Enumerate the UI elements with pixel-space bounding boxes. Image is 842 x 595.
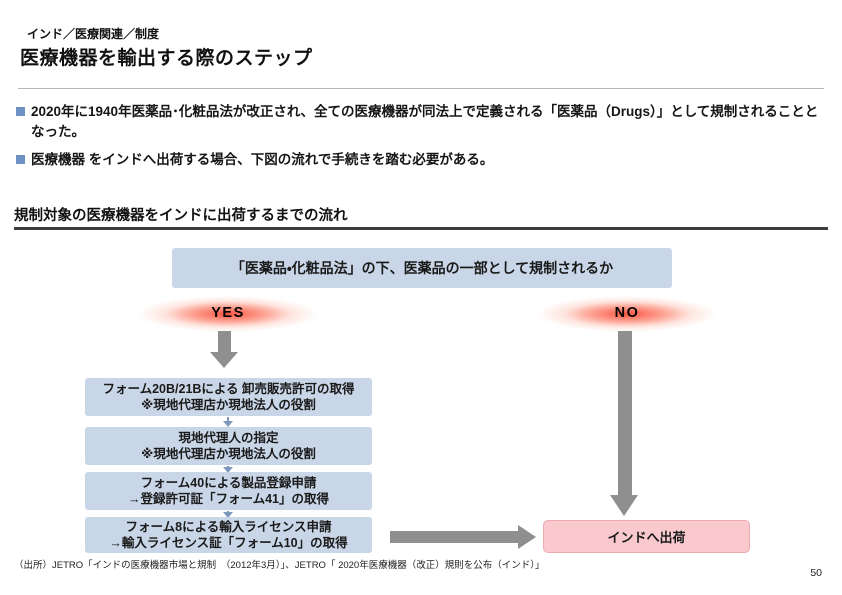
flow-result-box: インドへ出荷 bbox=[543, 520, 750, 553]
step-line: ※現地代理店か現地法人の役割 bbox=[141, 447, 316, 461]
bullet-item: 2020年に1940年医薬品･化粧品法が改正され、全ての医療機器が同法上で定義さ… bbox=[16, 102, 828, 143]
bullet-text: 医療機器 をインドへ出荷する場合、下図の流れで手続きを踏む必要がある。 bbox=[31, 151, 494, 167]
step-connector-head bbox=[223, 421, 233, 427]
title-divider bbox=[18, 88, 824, 89]
bullet-square-icon bbox=[16, 154, 25, 164]
flow-step-box-3: フォーム40による製品登録申請 →登録許可証「フォーム41」の取得 bbox=[85, 472, 372, 510]
bullet-text: 2020年に1940年医薬品･化粧品法が改正され、全ての医療機器が同法上で定義さ… bbox=[31, 104, 819, 140]
no-arrow-head bbox=[610, 495, 638, 516]
flow-step-box-4: フォーム8による輸入ライセンス申請 →輸入ライセンス証「フォーム10」の取得 bbox=[85, 517, 372, 553]
bullet-item: 医療機器 をインドへ出荷する場合、下図の流れで手続きを踏む必要がある。 bbox=[16, 150, 828, 170]
ship-arrow bbox=[390, 531, 519, 543]
step-line: フォーム20B/21Bによる 卸売販売許可の取得 bbox=[102, 381, 355, 396]
yes-glow bbox=[138, 296, 318, 332]
step-line: →登録許可証「フォーム41」の取得 bbox=[127, 492, 330, 506]
summary-bullets: 2020年に1940年医薬品･化粧品法が改正され、全ての医療機器が同法上で定義さ… bbox=[16, 102, 828, 177]
no-label: NO bbox=[614, 305, 640, 321]
step-connector-head bbox=[223, 512, 233, 518]
yes-label: YES bbox=[211, 305, 245, 321]
no-arrow bbox=[618, 331, 632, 496]
step-connector-head bbox=[223, 467, 233, 473]
step-line: フォーム40による製品登録申請 bbox=[140, 475, 317, 490]
breadcrumb: インド／医療関連／制度 bbox=[27, 27, 160, 41]
step-line: フォーム8による輸入ライセンス申請 bbox=[125, 519, 332, 534]
yes-arrow bbox=[218, 331, 231, 353]
flow-question-box: 「医薬品・化粧品法」の下、医薬品の一部として規制されるか bbox=[172, 248, 672, 288]
bullet-square-icon bbox=[16, 107, 25, 116]
step-line: ※現地代理店か現地法人の役割 bbox=[141, 398, 316, 412]
page-number: 50 bbox=[810, 567, 822, 579]
section-divider bbox=[14, 227, 828, 230]
source-note: （出所）JETRO「インドの医療機器市場と規制 （2012年3月）」、JETRO… bbox=[14, 560, 545, 571]
step-line: →輸入ライセンス証「フォーム10」の取得 bbox=[109, 536, 348, 550]
flow-step-box-1: フォーム20B/21Bによる 卸売販売許可の取得 ※現地代理店か現地法人の役割 bbox=[85, 378, 372, 416]
yes-arrow-head bbox=[210, 352, 238, 368]
step-connector bbox=[227, 417, 229, 422]
flow-step-box-2: 現地代理人の指定 ※現地代理店か現地法人の役割 bbox=[85, 427, 372, 465]
ship-arrow-head bbox=[518, 525, 536, 549]
flow-section-heading: 規制対象の医療機器をインドに出荷するまでの流れ bbox=[14, 208, 348, 224]
page-title: 医療機器を輸出する際のステップ bbox=[20, 48, 313, 69]
step-line: 現地代理人の指定 bbox=[178, 430, 279, 445]
no-glow bbox=[537, 296, 717, 332]
